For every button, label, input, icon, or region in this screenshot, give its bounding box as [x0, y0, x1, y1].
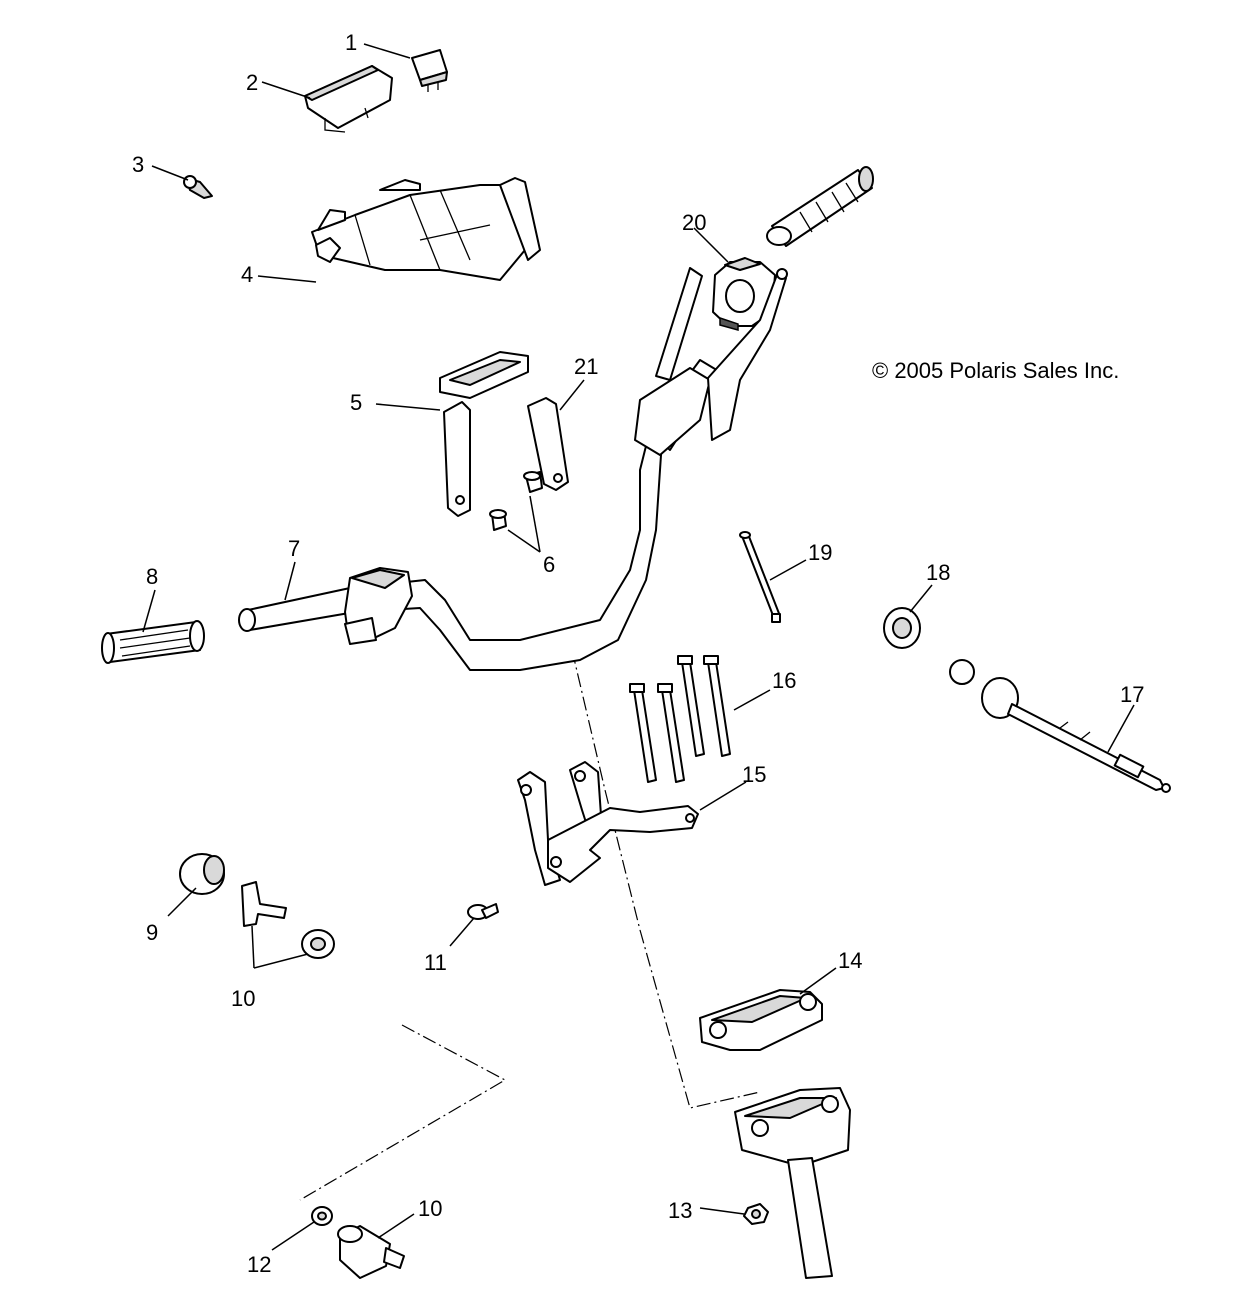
callout-16: 16 — [772, 668, 796, 693]
part-16-bolts — [629, 655, 731, 783]
callout-13: 13 — [668, 1198, 692, 1223]
callout-20: 20 — [682, 210, 706, 235]
callout-21: 21 — [574, 354, 598, 379]
part-20-throttle-housing — [712, 257, 776, 331]
part-7-handlebar — [238, 267, 788, 671]
part-11-rivet — [467, 903, 499, 920]
right-grip — [766, 166, 874, 247]
callout-5: 5 — [350, 390, 362, 415]
callout-10-top: 10 — [231, 986, 255, 1011]
part-12-washer — [311, 1206, 333, 1226]
callout-9: 9 — [146, 920, 158, 945]
callout-8: 8 — [146, 564, 158, 589]
part-6-screws — [489, 471, 543, 531]
part-15-mount-bracket — [517, 761, 699, 886]
callout-12: 12 — [247, 1252, 271, 1277]
assembly-guide-lines — [299, 649, 761, 1201]
part-10-key — [241, 881, 287, 927]
part-1-switch — [411, 49, 448, 92]
callout-17: 17 — [1120, 682, 1144, 707]
part-10-ignition-switch — [337, 1225, 405, 1279]
callout-10-bottom: 10 — [418, 1196, 442, 1221]
callout-14: 14 — [838, 948, 862, 973]
part-18-bushing — [883, 607, 921, 649]
part-10-grommet — [301, 929, 335, 959]
steering-post — [734, 1087, 851, 1279]
part-9-cap — [179, 853, 225, 895]
part-8-left-grip — [101, 620, 205, 664]
callout-2: 2 — [246, 70, 258, 95]
leader-lines — [142, 43, 1135, 1251]
part-5-riser-cap — [439, 351, 529, 399]
part-14-clamp — [699, 989, 823, 1051]
part-17-cable — [949, 659, 1171, 793]
callout-18: 18 — [926, 560, 950, 585]
part-2-indicator — [304, 65, 393, 133]
callout-19: 19 — [808, 540, 832, 565]
copyright-notice: © 2005 Polaris Sales Inc. — [872, 358, 1119, 383]
callout-7: 7 — [288, 536, 300, 561]
part-19-long-bolt — [739, 531, 781, 623]
callout-3: 3 — [132, 152, 144, 177]
part-13-nut — [743, 1203, 769, 1225]
callout-1: 1 — [345, 30, 357, 55]
callout-4: 4 — [241, 262, 253, 287]
callout-11: 11 — [424, 950, 447, 975]
callout-15: 15 — [742, 762, 766, 787]
part-4-pod-cover — [311, 177, 541, 281]
callout-labels: 1 2 3 4 20 5 21 6 7 8 19 18 16 17 15 9 1… — [132, 30, 1144, 1277]
part-21-brackets — [443, 397, 569, 517]
callout-6: 6 — [543, 552, 555, 577]
